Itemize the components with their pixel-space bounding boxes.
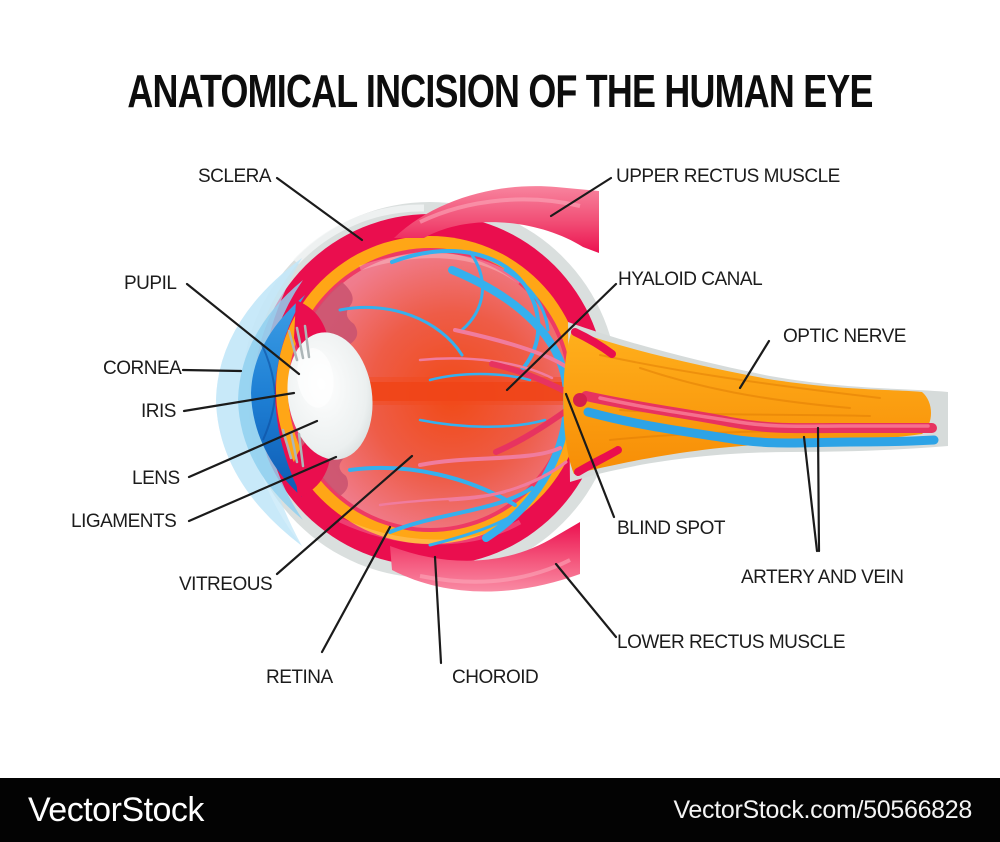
watermark-credit: VectorStock.com/50566828 bbox=[673, 795, 972, 824]
label-lower-rectus-muscle: LOWER RECTUS MUSCLE bbox=[617, 632, 846, 653]
label-sclera: SCLERA bbox=[198, 166, 272, 187]
optic-nerve-group bbox=[563, 322, 948, 482]
diagram-title: ANATOMICAL INCISION OF THE HUMAN EYE bbox=[127, 65, 873, 117]
lower-rectus-muscle-shape bbox=[390, 522, 580, 592]
leader-lines bbox=[181, 176, 821, 665]
label-pupil: PUPIL bbox=[124, 273, 177, 294]
label-optic-nerve: OPTIC NERVE bbox=[783, 326, 906, 347]
eye-diagram bbox=[181, 176, 948, 665]
anterior-segment bbox=[216, 258, 373, 546]
label-lens: LENS bbox=[132, 468, 180, 489]
label-cornea: CORNEA bbox=[103, 358, 182, 379]
label-artery-and-vein: ARTERY AND VEIN bbox=[741, 567, 904, 588]
label-ligaments: LIGAMENTS bbox=[71, 511, 177, 532]
blind-spot-point bbox=[573, 393, 587, 407]
label-retina: RETINA bbox=[266, 667, 333, 688]
watermark-brand: VectorStock bbox=[28, 790, 204, 829]
watermark-bar: VectorStock VectorStock.com/50566828 bbox=[0, 778, 1000, 842]
label-choroid: CHOROID bbox=[452, 667, 539, 688]
label-vitreous: VITREOUS bbox=[179, 574, 273, 595]
label-hyaloid-canal: HYALOID CANAL bbox=[618, 269, 763, 290]
upper-rectus-muscle-shape bbox=[394, 186, 599, 253]
label-blind-spot: BLIND SPOT bbox=[617, 518, 725, 539]
label-iris: IRIS bbox=[141, 401, 176, 422]
label-upper-rectus-muscle: UPPER RECTUS MUSCLE bbox=[616, 166, 840, 187]
